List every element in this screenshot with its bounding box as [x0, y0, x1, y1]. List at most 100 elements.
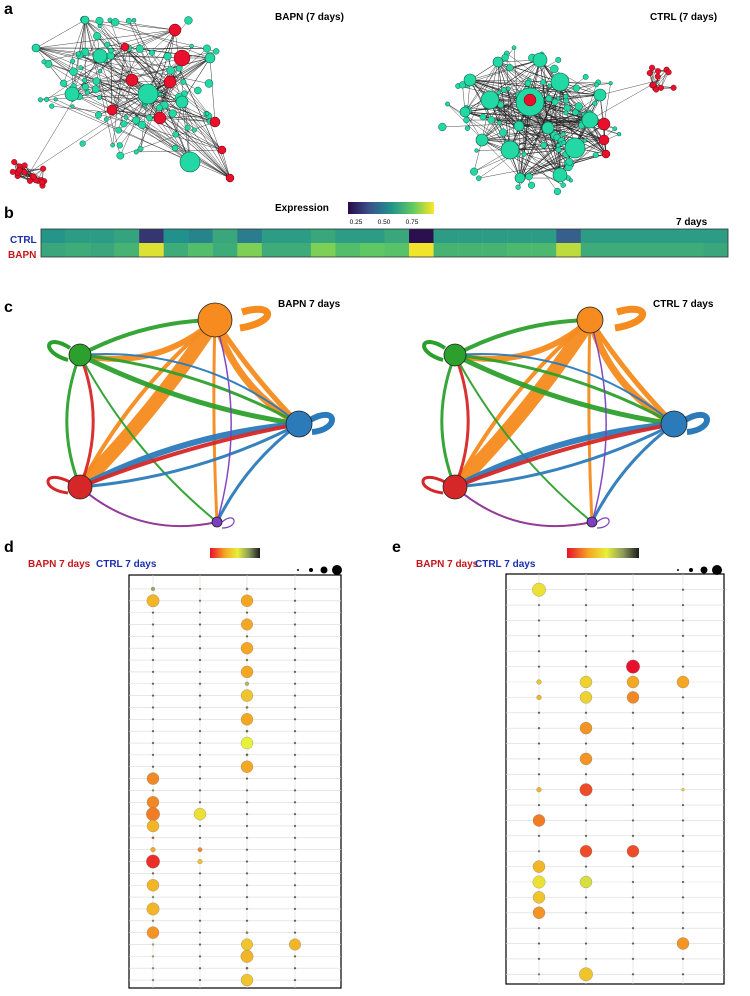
network-node	[44, 96, 50, 102]
interaction-edge	[454, 486, 593, 528]
network-node	[189, 43, 194, 49]
dotplot-dot	[584, 927, 588, 930]
network-node	[506, 64, 514, 72]
network-edge	[209, 57, 216, 123]
network-hub-node	[459, 106, 471, 118]
dotplot-dot	[146, 807, 160, 822]
dotplot-dot	[631, 711, 635, 714]
network-edge	[481, 59, 539, 141]
network-edge	[489, 82, 611, 101]
network-node	[563, 93, 569, 100]
cell-node-ec	[660, 410, 688, 438]
heatmap-cell	[114, 229, 140, 243]
interaction-edge	[79, 486, 218, 528]
network-node	[572, 84, 580, 92]
dotplot-dot	[293, 919, 297, 922]
heatmap-cell	[286, 229, 312, 243]
heatmap-cell	[507, 243, 532, 257]
dotplot-dot	[245, 635, 249, 638]
heatmap-cell	[359, 243, 385, 257]
dotplot-dot	[626, 659, 640, 674]
dotplot-dot	[631, 727, 635, 730]
network-edge	[181, 101, 231, 179]
cell-node-mac	[68, 343, 92, 367]
dotplot-dot	[293, 967, 297, 970]
network-node	[476, 175, 482, 181]
dotplot-dot	[198, 706, 202, 709]
dotplot-dot	[146, 772, 160, 785]
panel-a-letter: a	[4, 1, 13, 18]
heatmap-cell	[212, 243, 238, 257]
network-edge	[559, 81, 576, 149]
network-node	[593, 82, 599, 88]
network-red-node	[106, 104, 118, 116]
cluster-edge	[24, 168, 44, 173]
dotplot-dot	[240, 760, 254, 773]
dotplot-dot	[293, 777, 297, 780]
dotplot-dot	[584, 634, 588, 637]
heatmap-row-ctrl: CTRL	[10, 235, 37, 246]
dotplot-dot	[197, 858, 203, 865]
dotplot-dot	[198, 872, 202, 875]
interaction-edge	[215, 422, 301, 524]
network-left-nodes	[9, 15, 235, 189]
heatmap-cell	[629, 229, 655, 243]
network-hub-node	[513, 120, 525, 132]
network-node	[563, 110, 569, 116]
cluster-node	[655, 68, 662, 75]
dotplot-dot	[198, 789, 202, 792]
cluster-node	[654, 73, 661, 80]
dotplot-dot	[681, 819, 685, 822]
cluster-node	[670, 84, 677, 91]
network-red-node	[209, 116, 221, 128]
cluster-link	[29, 93, 149, 173]
network-edge	[84, 19, 125, 124]
cell-node-ec	[285, 410, 313, 438]
network-hub-node	[532, 52, 548, 68]
dotplot-dot	[293, 931, 297, 934]
dotplot-dot	[536, 787, 542, 793]
dotplot-dot	[681, 911, 685, 914]
dotplot-dot	[151, 919, 155, 922]
network-red-node	[173, 49, 191, 67]
dotplot-dot	[626, 675, 640, 689]
dotplot-dot	[151, 955, 155, 958]
dotplot-dot	[626, 691, 640, 704]
network-node	[49, 103, 55, 109]
network-node	[60, 79, 68, 87]
network-node	[525, 172, 533, 181]
dotplot-dot	[198, 694, 202, 697]
dotplot-dot	[584, 665, 588, 668]
cluster-node	[646, 70, 653, 77]
dotplot-dot	[198, 884, 202, 887]
dotplot-dot	[579, 722, 593, 735]
dotplot-dot	[537, 942, 541, 945]
dotplot-dot	[536, 679, 542, 685]
network-node	[172, 131, 179, 138]
network-node	[115, 126, 122, 134]
cluster-node	[665, 69, 672, 76]
network-hub-node	[500, 140, 520, 160]
dotplot-dot	[293, 907, 297, 911]
heatmap-row-bapn: BAPN	[8, 250, 36, 261]
cluster-link	[589, 79, 661, 121]
size-legend-dot	[712, 565, 722, 575]
interaction-edge	[454, 486, 593, 527]
network-hub-node	[204, 52, 216, 64]
dotplot-dot	[537, 850, 541, 853]
network-node	[163, 52, 172, 61]
network-edge	[519, 81, 561, 179]
dotplot-dot	[293, 801, 297, 804]
network-red-node	[601, 149, 611, 159]
network-edge	[481, 90, 504, 141]
interaction-edge	[448, 313, 597, 494]
network-edge	[464, 61, 499, 113]
dotplot-dot	[240, 713, 254, 726]
network-red-node	[168, 23, 182, 37]
cell-node-vs	[67, 474, 93, 500]
heatmap-cell	[433, 243, 459, 257]
panel-a-right-title: CTRL (7 days)	[650, 12, 717, 23]
dotplot-dot	[240, 973, 254, 987]
heatmap-cell	[41, 229, 66, 243]
cluster-edge	[660, 69, 667, 88]
